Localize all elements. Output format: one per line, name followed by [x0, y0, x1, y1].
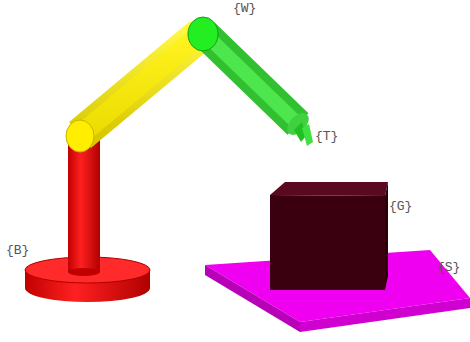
frame-label: {T} [315, 129, 338, 144]
frame-label: {W} [233, 1, 256, 16]
frame-label: {S} [437, 260, 460, 275]
goal-cube [270, 182, 388, 290]
frame-label: {B} [6, 243, 29, 258]
frame-label: {G} [389, 199, 412, 214]
forearm-link [188, 17, 313, 139]
robot-base [25, 138, 150, 302]
upper-arm-link [66, 34, 201, 152]
gripper [294, 122, 313, 146]
